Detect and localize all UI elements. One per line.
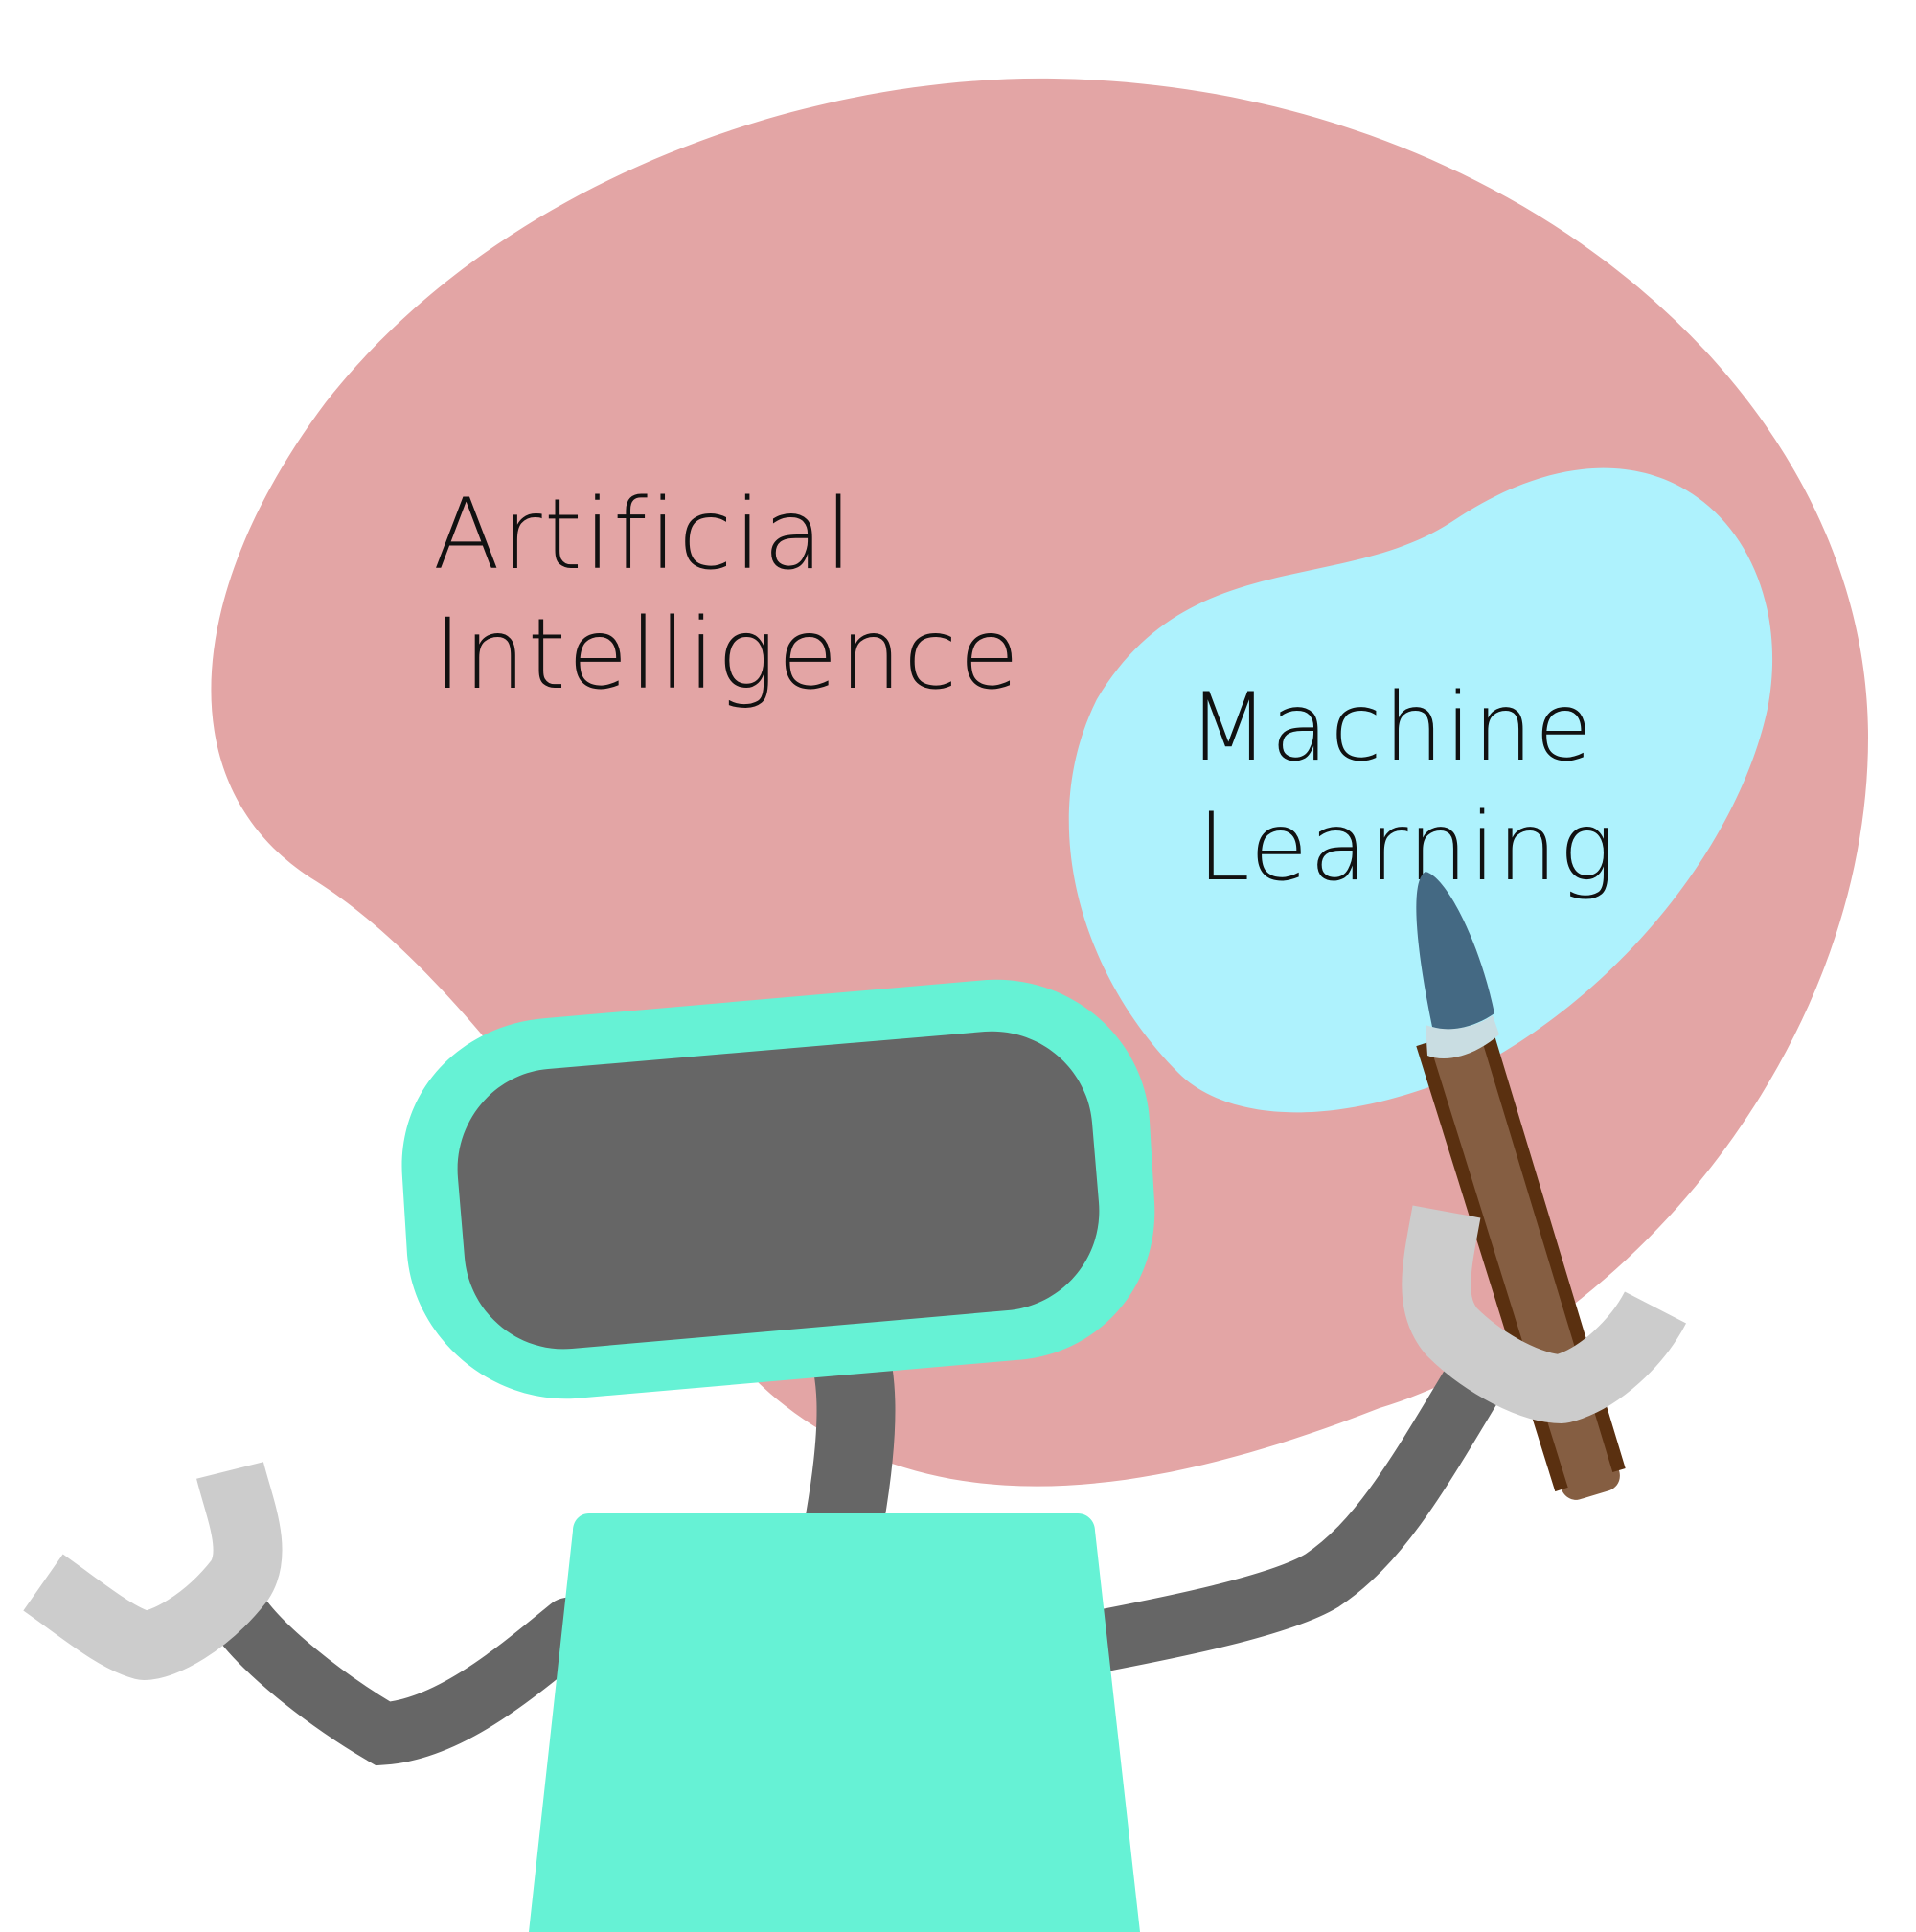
robot-left-hand (23, 1461, 283, 1680)
artificial-label-line1: Artificial (433, 478, 855, 592)
artificial-intelligence-label: Artificial Intelligence (433, 478, 1021, 712)
machine-label-line2: Learning (1198, 793, 1617, 902)
machine-learning-blob (1068, 467, 1773, 1113)
artificial-label-line2: Intelligence (433, 598, 1021, 712)
machine-label-line1: Machine (1188, 673, 1594, 783)
robot-screen (457, 1031, 1100, 1350)
robot-left-arm (203, 1578, 602, 1766)
pencil-ferrule (1426, 1015, 1499, 1059)
robot-torso (529, 1513, 1140, 1932)
pencil-tip (1416, 872, 1494, 1030)
robot-right-arm (1061, 1348, 1507, 1674)
robot-right-hand (1402, 1205, 1687, 1423)
machine-learning-label: Machine Learning (1188, 673, 1617, 902)
